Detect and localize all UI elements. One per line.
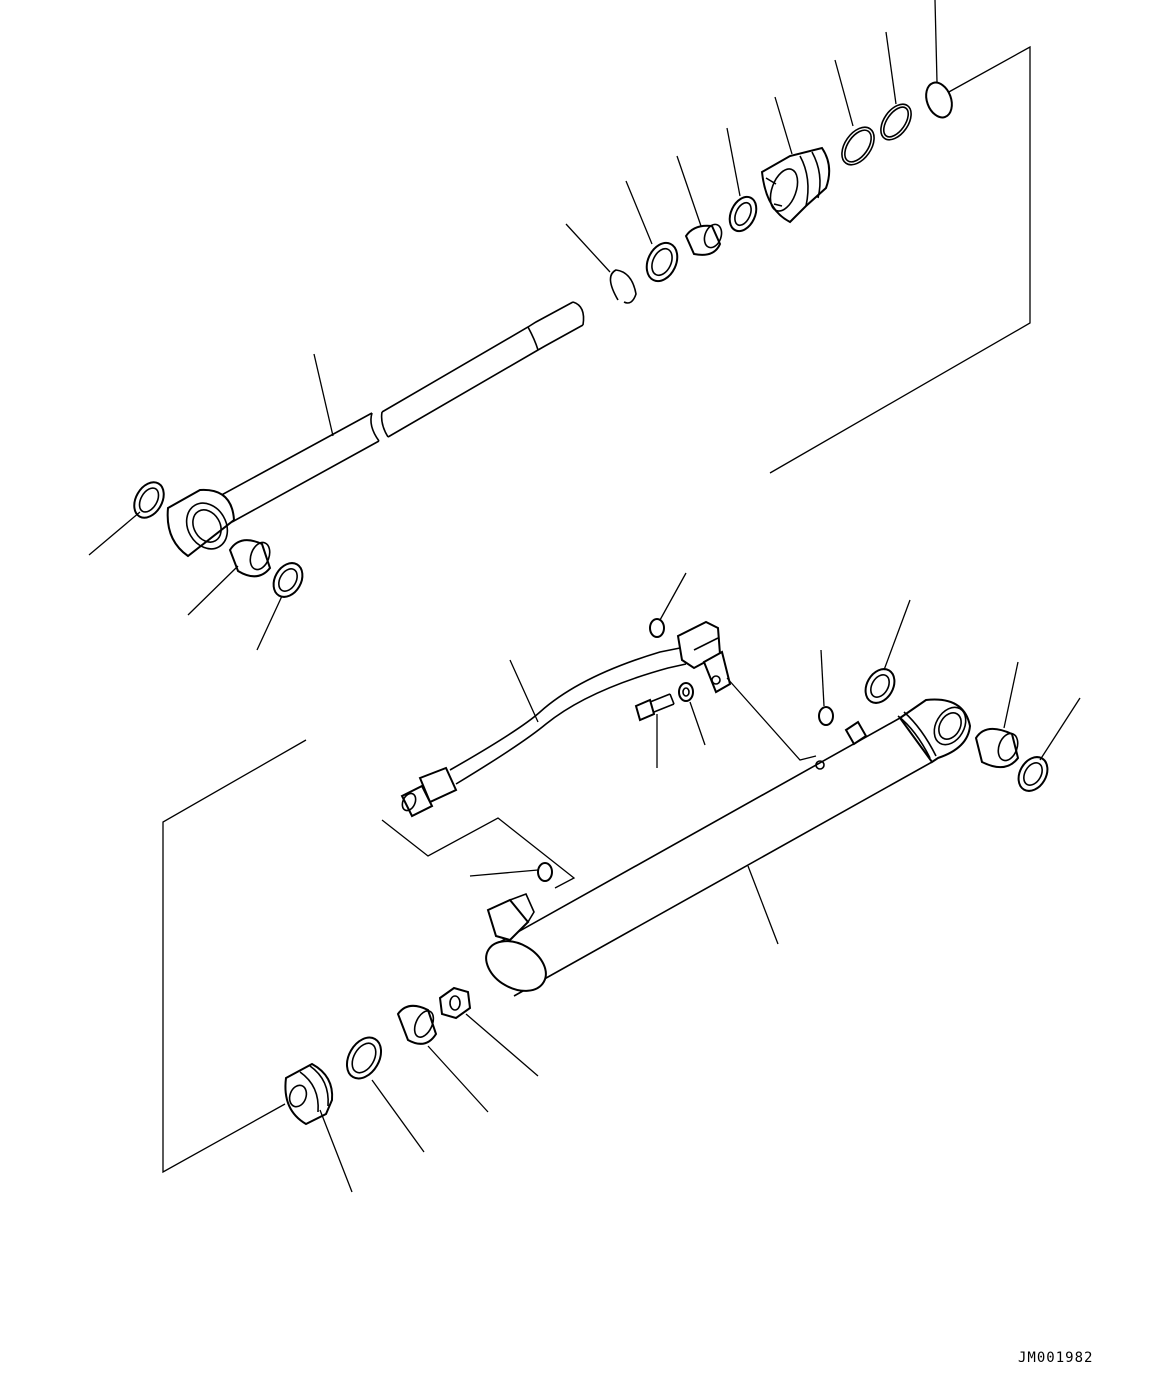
rod-end-seal [268,558,309,602]
piston [285,1064,332,1124]
leader-lines-lower [320,573,1080,1192]
backup-ring [875,99,918,146]
buffer-ring [725,193,762,236]
o-ring [835,121,880,170]
bolt [636,694,674,720]
piston-ring [340,1031,388,1084]
leader-lines-upper [89,0,937,650]
dust-seal [641,238,683,286]
hose [400,622,730,816]
hose-link-line [382,818,574,888]
drawing-id-label: JM001982 [1018,1350,1094,1366]
wear-ring [398,1006,437,1044]
o-ring-small [650,619,664,637]
group-bracket-lower [163,740,306,1172]
group-bracket-upper [770,47,1030,473]
plug-cap [922,79,957,121]
port-o-ring [819,707,833,725]
hose-link-line-2 [727,678,816,760]
rod-bushing [686,222,725,255]
bottom-dust-seal [860,664,901,708]
bottom-seal [1013,752,1054,796]
rod-end-dust-seal [128,477,170,523]
hose-o-ring [538,863,552,881]
snap-ring [610,270,636,303]
cylinder-tube [477,700,972,1002]
washer [679,683,693,701]
nut [440,988,470,1018]
bottom-bushing [976,729,1021,767]
cylinder-head [762,148,829,222]
piston-rod [168,302,584,556]
rod-end-bushing [230,540,273,577]
